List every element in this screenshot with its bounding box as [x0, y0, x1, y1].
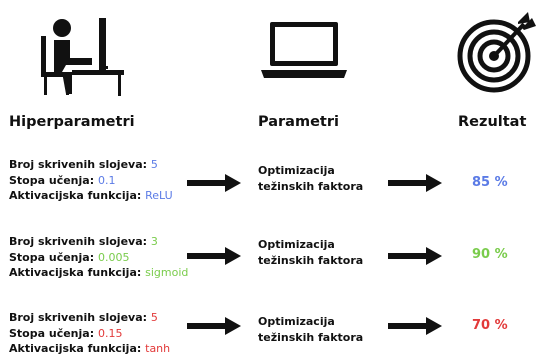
- arrow-right-icon: [388, 247, 442, 265]
- hidden-layers-label: Broj skrivenih slojeva:: [9, 235, 148, 248]
- learning-rate-line: Stopa učenja: 0.15: [9, 326, 170, 342]
- hidden-layers-line: Broj skrivenih slojeva: 5: [9, 310, 170, 326]
- hidden-layers-label: Broj skrivenih slojeva:: [9, 311, 148, 324]
- column-header-parameters: Parametri: [258, 114, 339, 130]
- hyperparameter-block: Broj skrivenih slojeva: 5 Stopa učenja: …: [9, 310, 170, 357]
- learning-rate-value: 0.1: [97, 173, 116, 187]
- person-at-computer-icon: [32, 14, 124, 96]
- hyperparameter-block: Broj skrivenih slojeva: 3 Stopa učenja: …: [9, 234, 188, 281]
- process-line-1: Optimizacija: [258, 315, 335, 328]
- hidden-layers-value: 5: [150, 158, 158, 171]
- activation-line: Aktivacijska funkcija: ReLU: [9, 188, 173, 204]
- learning-rate-value: 0.005: [97, 250, 130, 264]
- process-line-2: težinskih faktora: [258, 253, 364, 267]
- result-value: 70 %: [472, 318, 508, 333]
- activation-line: Aktivacijska funkcija: tanh: [9, 341, 170, 357]
- process-line-2: težinskih faktora: [258, 179, 364, 193]
- learning-rate-value: 0.15: [97, 326, 123, 340]
- column-header-result: Rezultat: [458, 114, 527, 130]
- hidden-layers-value: 5: [150, 311, 158, 324]
- activation-label: Aktivacijska funkcija:: [9, 189, 142, 202]
- process-label: Optimizacija težinskih faktora: [258, 314, 363, 345]
- learning-rate-line: Stopa učenja: 0.1: [9, 173, 173, 189]
- process-label: Optimizacija težinskih faktora: [258, 237, 363, 268]
- activation-value: tanh: [145, 342, 171, 355]
- arrow-right-icon: [187, 174, 241, 192]
- arrow-right-icon: [187, 317, 241, 335]
- result-value: 85 %: [472, 175, 508, 190]
- learning-rate-line: Stopa učenja: 0.005: [9, 250, 188, 266]
- process-line-1: Optimizacija: [258, 164, 335, 177]
- hidden-layers-value: 3: [150, 235, 158, 248]
- arrow-right-icon: [388, 174, 442, 192]
- learning-rate-label: Stopa učenja:: [9, 326, 95, 340]
- arrow-right-icon: [388, 317, 442, 335]
- process-label: Optimizacija težinskih faktora: [258, 163, 363, 194]
- activation-value: sigmoid: [145, 266, 189, 279]
- laptop-icon: [259, 20, 351, 82]
- arrow-right-icon: [187, 247, 241, 265]
- hyperparameter-block: Broj skrivenih slojeva: 5 Stopa učenja: …: [9, 157, 173, 204]
- activation-value: ReLU: [145, 189, 173, 202]
- column-header-hyperparameters: Hiperparametri: [9, 114, 135, 130]
- target-with-arrow-icon: [456, 10, 537, 94]
- activation-label: Aktivacijska funkcija:: [9, 266, 142, 279]
- process-line-2: težinskih faktora: [258, 330, 364, 344]
- process-line-1: Optimizacija: [258, 238, 335, 251]
- learning-rate-label: Stopa učenja:: [9, 173, 95, 187]
- learning-rate-label: Stopa učenja:: [9, 250, 95, 264]
- hidden-layers-line: Broj skrivenih slojeva: 3: [9, 234, 188, 250]
- activation-line: Aktivacijska funkcija: sigmoid: [9, 265, 188, 281]
- result-value: 90 %: [472, 247, 508, 262]
- hidden-layers-line: Broj skrivenih slojeva: 5: [9, 157, 173, 173]
- activation-label: Aktivacijska funkcija:: [9, 342, 142, 355]
- hidden-layers-label: Broj skrivenih slojeva:: [9, 158, 148, 171]
